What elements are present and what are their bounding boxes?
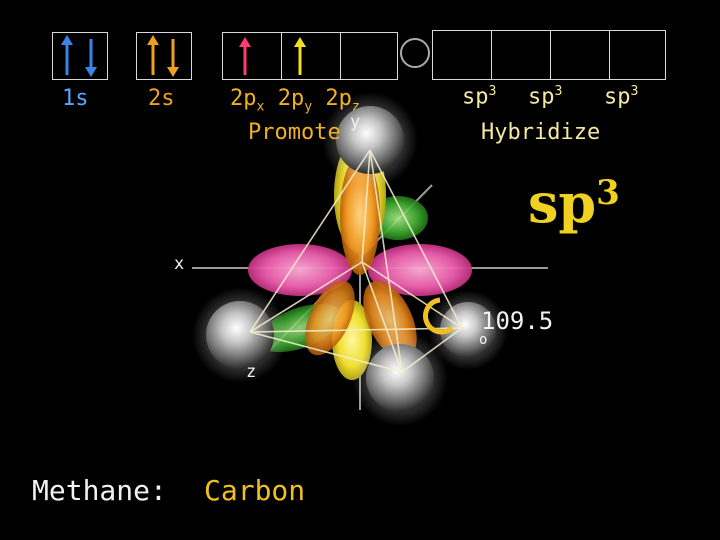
caption-hybridize: Hybridize — [481, 120, 601, 145]
label-2p: 2px 2py 2pz — [230, 86, 360, 114]
label-sp3-3: sp3 — [604, 84, 639, 110]
box-sp3-2 — [491, 30, 551, 80]
box-sp3-1 — [432, 30, 492, 80]
bond-angle-unit: o — [479, 332, 488, 348]
caption-promote: Promote — [248, 120, 341, 145]
arrow-pair-2s-icon — [147, 35, 179, 77]
box-2pz — [340, 32, 398, 80]
bond-angle-value: 109.5 — [481, 307, 554, 335]
box-sp3-3 — [550, 30, 610, 80]
label-sp3-2: sp3 — [528, 84, 563, 110]
axis-y-label: y — [350, 112, 361, 132]
label-2py: 2py — [277, 86, 313, 115]
box-1s — [52, 32, 108, 80]
box-sp3-4 — [609, 30, 666, 80]
label-1s: 1s — [62, 86, 89, 111]
axis-z-label: z — [246, 362, 257, 382]
carbon-label: Carbon — [204, 474, 306, 507]
arrow-pair-1s-icon — [61, 35, 97, 77]
electron-circle-icon — [400, 38, 430, 68]
methane-label: Methane: — [32, 474, 167, 507]
box-2s — [136, 32, 192, 80]
sp3-title: sp3 — [528, 171, 620, 235]
label-sp3-1: sp3 — [462, 84, 497, 110]
axis-x-label: x — [174, 254, 185, 274]
arrow-up-yellow-icon — [294, 37, 306, 75]
label-2pz: 2pz — [325, 86, 360, 115]
box-2py — [281, 32, 341, 80]
label-2px: 2px — [230, 86, 265, 115]
arrow-up-red-icon — [239, 37, 251, 75]
box-2px — [222, 32, 282, 80]
label-2s: 2s — [148, 86, 175, 111]
